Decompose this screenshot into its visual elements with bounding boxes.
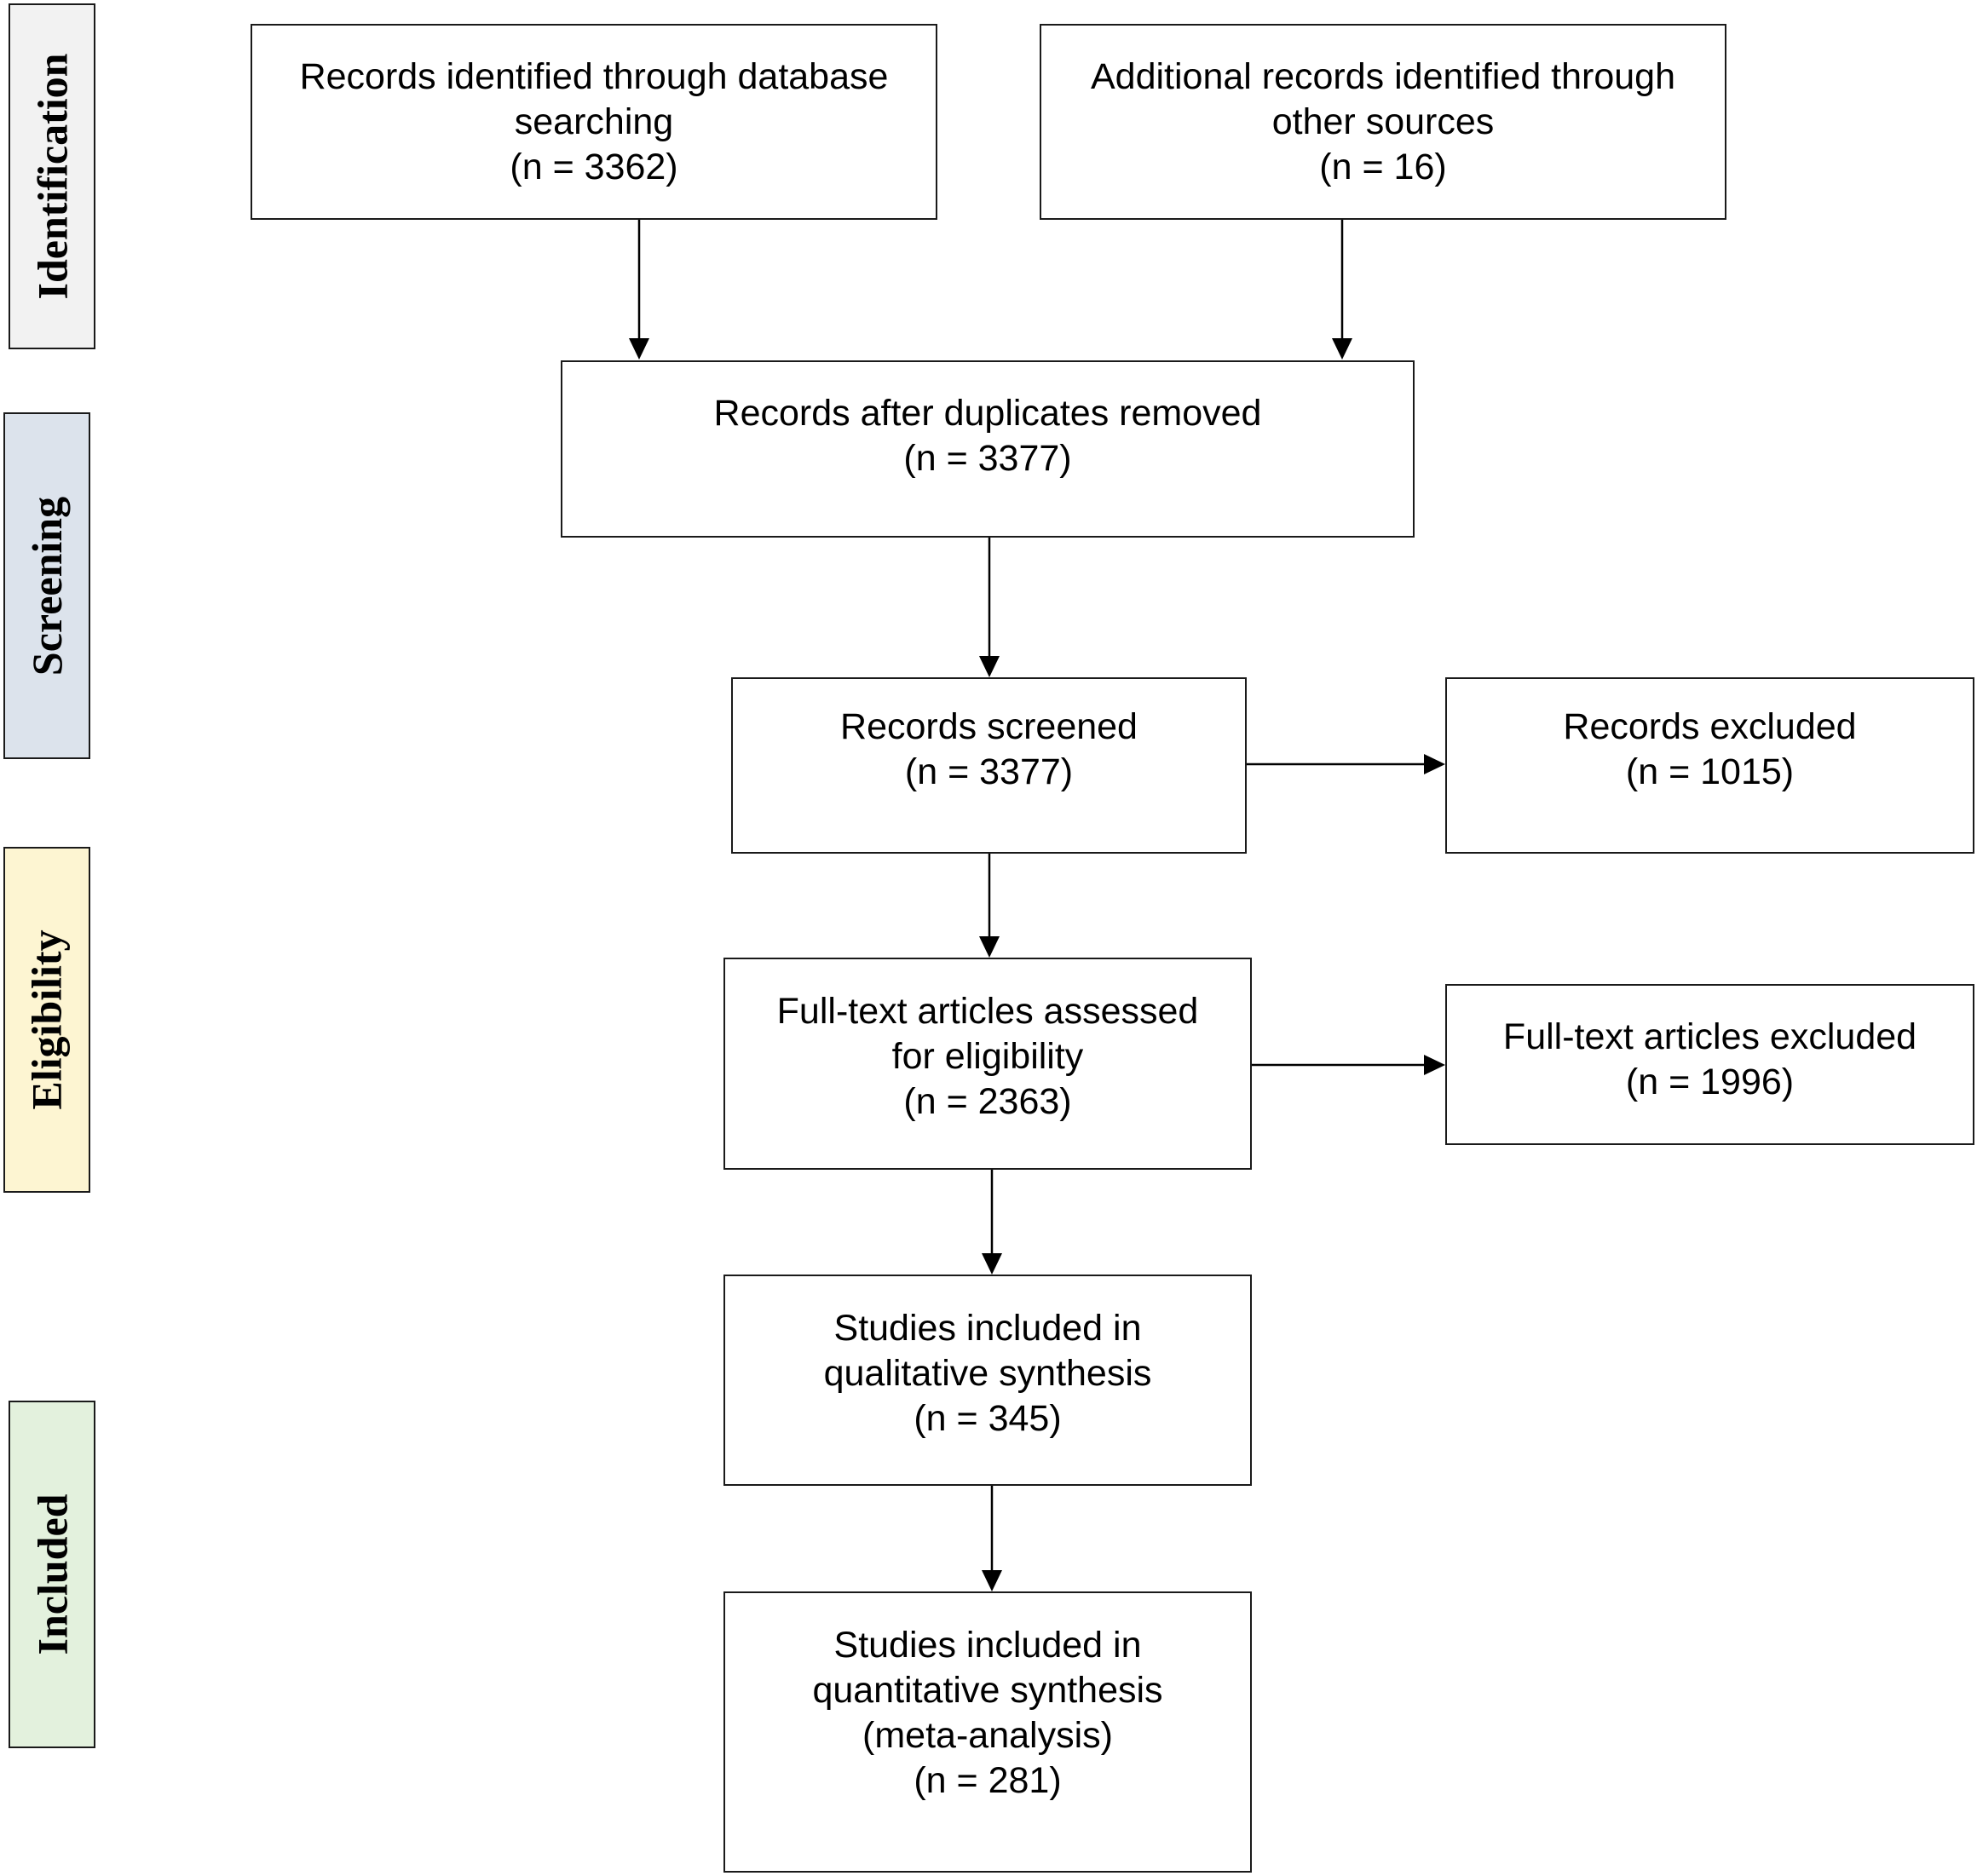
box-text-line: other sources xyxy=(1271,101,1495,142)
stage-included: Included xyxy=(9,1401,95,1748)
box-text-line: Records identified through database xyxy=(299,56,889,97)
arrowhead-quantitative xyxy=(982,1570,1002,1591)
box-count: (n = 281) xyxy=(914,1760,1062,1801)
box-text-line: Records excluded xyxy=(1563,706,1857,747)
box-text-line: (meta-analysis) xyxy=(862,1715,1113,1756)
box-text-line: Full-text articles assessed xyxy=(776,991,1199,1032)
box-text-line: Studies included in xyxy=(833,1308,1142,1349)
box-count: (n = 345) xyxy=(914,1398,1062,1439)
box-count: (n = 3377) xyxy=(904,751,1074,792)
box-count: (n = 1015) xyxy=(1625,751,1795,792)
box-text-line: Records after duplicates removed xyxy=(713,393,1262,434)
box-text-line: qualitative synthesis xyxy=(823,1353,1152,1394)
stage-eligibility: Eligibility xyxy=(3,847,90,1193)
box-text-line: Additional records identified through xyxy=(1090,56,1676,97)
box-text-line: Records screened xyxy=(840,706,1138,747)
quantitative-synthesis-box: Studies included in quantitative synthes… xyxy=(723,1591,1252,1873)
other-sources-box: Additional records identified through ot… xyxy=(1040,24,1726,220)
arrowhead-full-text xyxy=(979,936,1000,958)
stage-screening: Screening xyxy=(3,412,90,759)
box-text-line: quantitative synthesis xyxy=(812,1670,1163,1711)
box-count: (n = 16) xyxy=(1319,147,1447,187)
box-text-line: searching xyxy=(514,101,674,142)
box-text-line: for eligibility xyxy=(891,1036,1084,1077)
arrowhead-other xyxy=(1332,338,1352,360)
box-count: (n = 3377) xyxy=(903,438,1072,479)
arrowhead-full-text-excluded xyxy=(1424,1055,1445,1075)
full-text-assessed-box: Full-text articles assessed for eligibil… xyxy=(723,958,1252,1170)
arrowhead-screened xyxy=(979,656,1000,677)
box-count: (n = 3362) xyxy=(510,147,678,187)
box-text-line: Full-text articles excluded xyxy=(1502,1016,1917,1057)
box-text-line: Studies included in xyxy=(833,1625,1142,1666)
qualitative-synthesis-box: Studies included in qualitative synthesi… xyxy=(723,1275,1252,1486)
arrowhead-database xyxy=(629,338,649,360)
box-count: (n = 1996) xyxy=(1625,1062,1795,1102)
box-count: (n = 2363) xyxy=(903,1081,1072,1122)
arrowhead-excluded xyxy=(1424,754,1445,774)
records-screened-box: Records screened (n = 3377) xyxy=(731,677,1247,854)
database-records-box: Records identified through database sear… xyxy=(251,24,937,220)
arrowhead-qualitative xyxy=(982,1253,1002,1275)
full-text-excluded-box: Full-text articles excluded (n = 1996) xyxy=(1445,984,1974,1145)
records-excluded-box: Records excluded (n = 1015) xyxy=(1445,677,1974,854)
duplicates-removed-box: Records after duplicates removed (n = 33… xyxy=(561,360,1415,538)
stage-identification: Identification xyxy=(9,3,95,349)
